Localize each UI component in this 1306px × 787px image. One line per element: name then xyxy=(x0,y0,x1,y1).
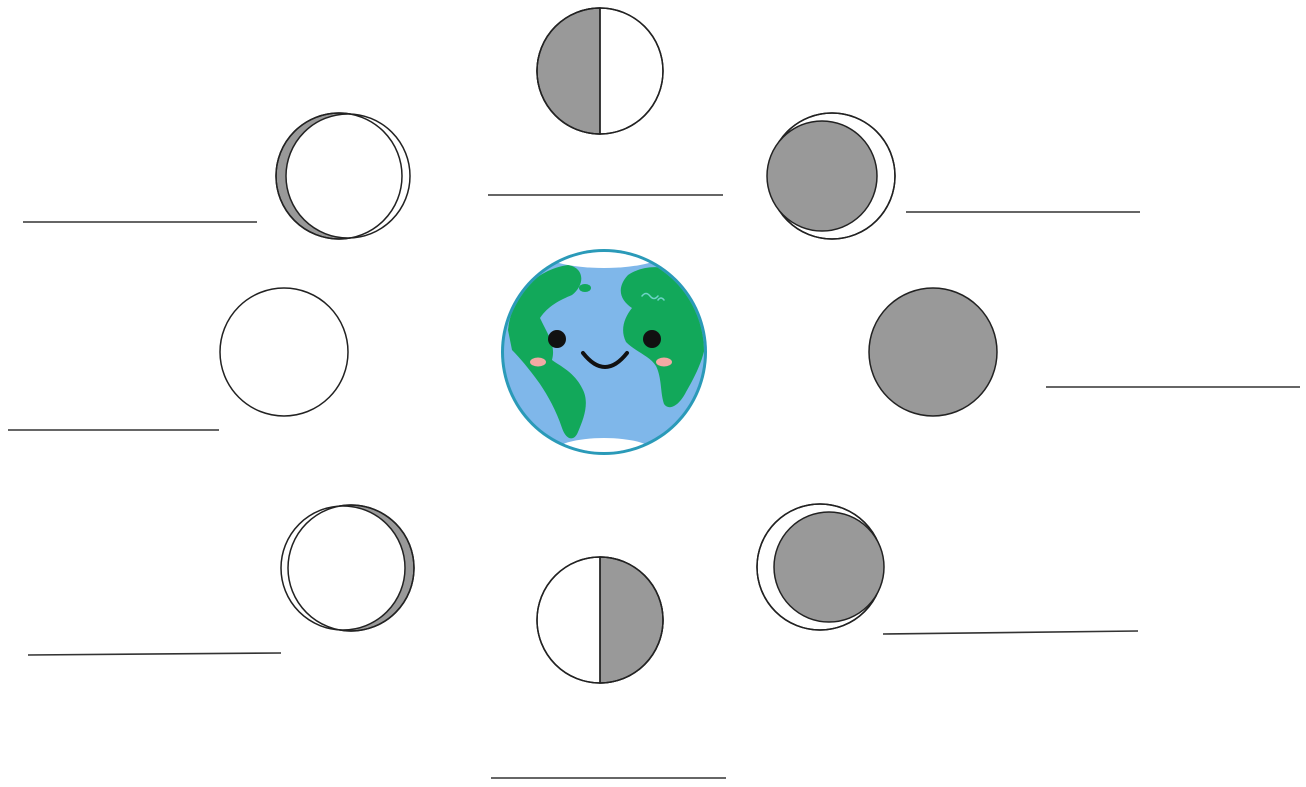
earth-right-eye xyxy=(643,330,661,348)
smiling-earth-icon xyxy=(501,232,707,466)
waning-crescent-moon-icon xyxy=(757,504,884,630)
full-moon-icon xyxy=(220,288,348,416)
waxing-gibbous-moon-icon xyxy=(276,113,410,239)
new-moon-icon xyxy=(869,288,997,416)
last-quarter-moon-icon xyxy=(537,557,663,683)
first-quarter-moon-icon xyxy=(537,8,663,134)
waxing-crescent-moon-icon xyxy=(767,113,895,239)
answer-blank-bottom-left[interactable] xyxy=(28,653,281,655)
answer-blank-bottom-right[interactable] xyxy=(883,631,1138,634)
earth-left-eye xyxy=(548,330,566,348)
waning-gibbous-moon-icon xyxy=(281,505,414,631)
